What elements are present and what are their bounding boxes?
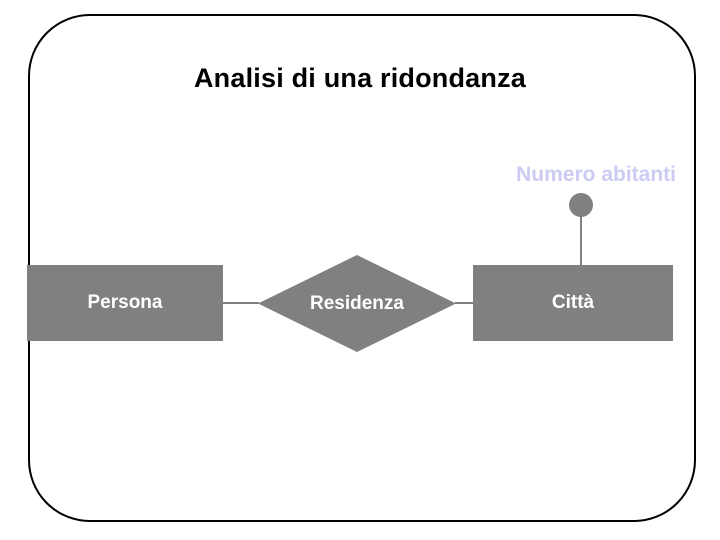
relationship-residenza[interactable]: Residenza	[258, 255, 456, 352]
entity-persona[interactable]: Persona	[27, 265, 223, 341]
page-title: Analisi di una ridondanza	[193, 63, 527, 93]
attribute-label-numero-abitanti: Numero abitanti	[516, 163, 676, 186]
entity-citta-label: Città	[551, 292, 595, 313]
relationship-residenza-label: Residenza	[310, 292, 404, 314]
entity-persona-label: Persona	[87, 292, 163, 313]
connector-persona-residenza	[223, 302, 259, 304]
attribute-connector-line	[580, 212, 582, 266]
entity-citta[interactable]: Città	[473, 265, 673, 341]
connector-residenza-citta	[455, 302, 474, 304]
